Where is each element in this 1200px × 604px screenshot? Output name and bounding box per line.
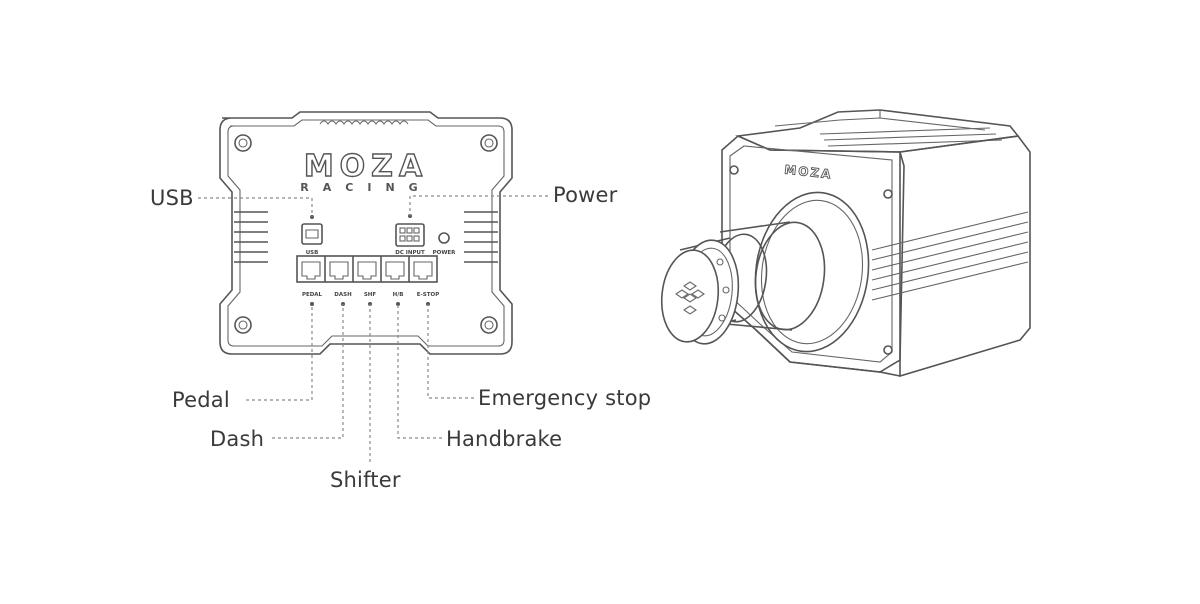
pedal-port-label: PEDAL — [302, 292, 323, 298]
power-button-label: POWER — [433, 250, 457, 256]
callout-shifter: Shifter — [330, 468, 401, 492]
usb-leader-line — [198, 197, 313, 217]
racing-logo: RACING — [300, 181, 431, 194]
top-ridge — [319, 120, 409, 125]
dc-input-port: DC INPUT — [395, 223, 425, 256]
callout-dash: Dash — [210, 427, 265, 451]
power-button: POWER — [433, 232, 457, 256]
screw-bottom-right — [480, 316, 498, 334]
estop-port-label: E-STOP — [417, 292, 439, 298]
screw-top-left — [234, 134, 252, 152]
estop-leader-line — [427, 304, 474, 399]
dash-port-label: DASH — [334, 292, 352, 298]
handbrake-leader-line — [397, 304, 442, 439]
left-vents — [234, 211, 268, 263]
callout-power: Power — [553, 183, 618, 207]
shf-port-label: SHF — [364, 292, 377, 298]
pedal-leader-dot — [310, 302, 314, 306]
pedal-leader-line — [246, 304, 313, 401]
rear-panel: MOZA RACING USB — [198, 111, 548, 462]
callout-pedal: Pedal — [172, 388, 230, 412]
dash-leader-line — [272, 304, 344, 439]
side-fins — [871, 211, 1029, 301]
right-vents — [464, 211, 498, 263]
dc-input-label: DC INPUT — [395, 250, 425, 256]
usb-port: USB — [301, 223, 323, 256]
screw-bottom-left — [234, 316, 252, 334]
handbrake-leader-dot — [396, 302, 400, 306]
moza-logo-3d: MOZA — [784, 163, 833, 182]
usb-port-label: USB — [306, 250, 319, 256]
wheel-base-3d: MOZA — [660, 109, 1031, 378]
callout-emergency-stop: Emergency stop — [478, 386, 652, 410]
callout-usb: USB — [150, 186, 194, 210]
hb-port-label: H/B — [393, 292, 404, 298]
hub-pattern — [675, 281, 705, 315]
screw-top-right — [480, 134, 498, 152]
rj-port-row: PEDAL DASH SHF H/B E-STOP — [296, 255, 439, 298]
moza-logo: MOZA — [304, 149, 428, 184]
power-leader-line — [409, 195, 548, 216]
callout-handbrake: Handbrake — [446, 427, 563, 451]
